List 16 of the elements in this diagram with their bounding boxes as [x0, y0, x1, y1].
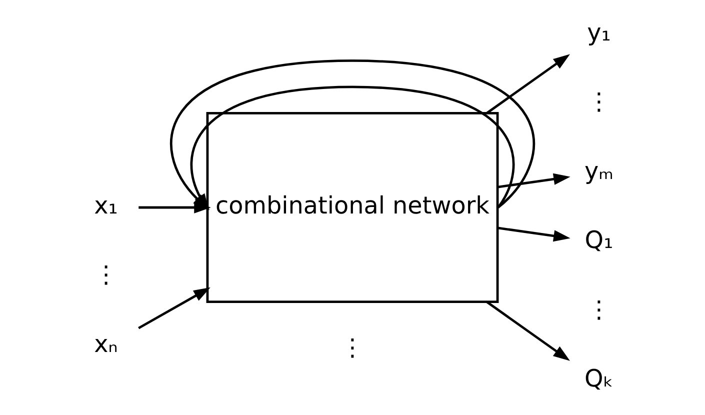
arrow [498, 173, 570, 188]
label: ⋮ [587, 88, 611, 116]
label: ⋮ [94, 260, 118, 289]
node-text: y₁ [587, 18, 611, 46]
node-text: xₙ [94, 330, 118, 358]
node-box: combinational network [206, 112, 499, 303]
node-text: Q₁ [584, 226, 614, 254]
node-text: x₁ [94, 191, 118, 220]
arrow [138, 287, 210, 330]
label: ⋮ [587, 295, 611, 324]
arrow [486, 300, 570, 361]
node-text: yₘ [584, 156, 614, 185]
arrow [486, 54, 570, 114]
arrow [498, 226, 570, 242]
node-text: Qₖ [584, 364, 614, 393]
label: ⋮ [340, 334, 364, 362]
